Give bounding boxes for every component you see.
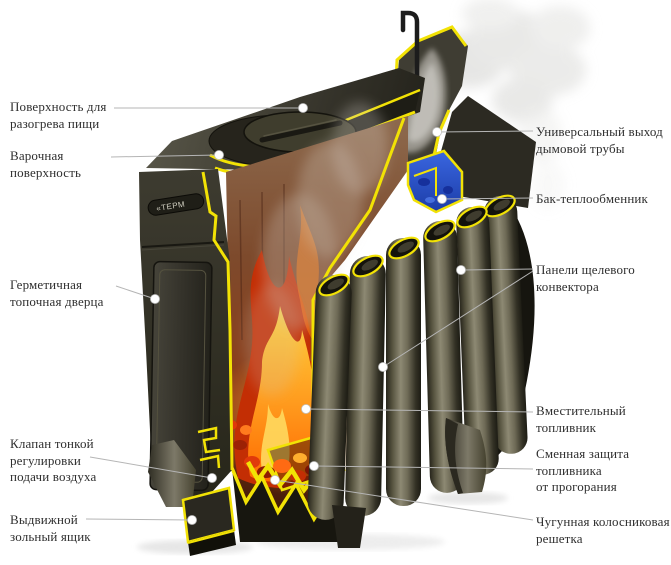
label-airtight-firebox-door: Герметичная топочная дверца <box>10 277 104 309</box>
interior-cut-edge <box>311 117 406 470</box>
marker-dot <box>150 294 160 304</box>
marker-dot <box>437 194 447 204</box>
leader-line <box>313 465 534 470</box>
firebox-smoke <box>244 102 388 396</box>
marker-dot <box>298 103 308 113</box>
label-heat-exchanger-tank: Бак-теплообменник <box>536 191 648 206</box>
leader-line <box>460 268 534 271</box>
label-capacious-firebox: Вместительный топливник <box>536 403 626 435</box>
stove-legs <box>332 418 487 548</box>
front-left-leg <box>148 440 196 507</box>
convector-panels <box>307 194 535 520</box>
leader-line <box>274 479 534 521</box>
stove-front-panel <box>139 169 234 516</box>
marker-dot <box>378 362 388 372</box>
marker-dots <box>150 103 466 525</box>
label-air-supply-valve: Клапан тонкой регулировки подачи воздуха <box>10 436 97 484</box>
marker-dot <box>270 475 280 485</box>
leader-line <box>382 270 534 368</box>
front-cut-edge <box>201 171 234 471</box>
marker-dot <box>309 461 319 471</box>
heat-exchanger-tank <box>406 149 464 214</box>
label-chimney-outlet: Универсальный выход дымовой трубы <box>536 124 663 156</box>
marker-dot <box>207 473 217 483</box>
marker-dot <box>214 150 224 160</box>
label-firebox-liner: Сменная защита топливника от прогорания <box>536 446 630 494</box>
leader-line <box>110 154 220 158</box>
label-cast-iron-grate: Чугунная колосниковая решетка <box>536 514 670 546</box>
label-ash-drawer: Выдвижной зольный ящик <box>10 512 91 544</box>
marker-dot <box>187 515 197 525</box>
marker-dot <box>456 265 466 275</box>
leader-line <box>85 518 193 521</box>
svg-text:«ТЕРМ: «ТЕРМ <box>156 200 186 213</box>
leader-line <box>441 197 534 200</box>
leader-line <box>305 408 534 413</box>
air-valve-cut <box>199 454 221 469</box>
air-valve-cut <box>197 426 221 454</box>
label-cooking-surface: Варочная поверхность <box>10 148 82 180</box>
leader-line <box>115 285 156 300</box>
leader-lines <box>85 107 534 521</box>
leader-line <box>89 456 213 479</box>
ash-drawer <box>181 486 236 556</box>
marker-dot <box>301 404 311 414</box>
label-heat-food-surface: Поверхность для разогрева пищи <box>10 99 107 131</box>
chimney-damper-handle <box>400 10 420 99</box>
label-convector-panels: Панели щелевого конвектора <box>536 262 635 294</box>
marker-dot <box>432 127 442 137</box>
leader-line <box>436 130 534 133</box>
brand-logo: «ТЕРМ <box>147 193 205 216</box>
